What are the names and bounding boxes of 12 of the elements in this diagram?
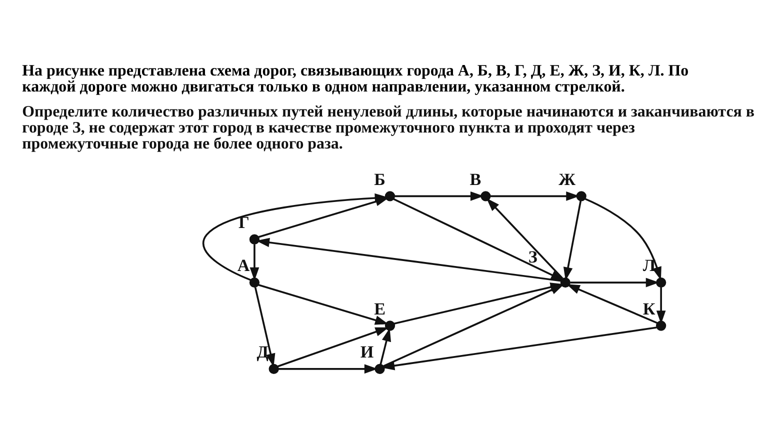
node-label: Б [374, 169, 386, 188]
node-label: К [642, 298, 656, 318]
node-label: Г [238, 212, 250, 232]
node-label: И [360, 342, 374, 362]
node-label: А [237, 256, 250, 275]
node-label: Д [256, 342, 269, 362]
caption: На рисунке представлена схема дорог, связывающих города А, Б, В, Г, Д, Е, Ж, З, И, К, Л. По каждой дороге можно двигаться только в одном направлении, указанном стрелкой. [22, 62, 689, 96]
node-label: Ж [558, 169, 576, 188]
node-label: В [470, 169, 482, 188]
node-label: Е [374, 298, 386, 318]
node-label: З [528, 247, 538, 266]
label: Определите количество различных путей ненулевой длины, которые начинаются и заканчиваются в городе З, не содержат этот город в качестве промежуточного пункта и проходят через промежуточные города не более одного раза. [22, 103, 754, 152]
